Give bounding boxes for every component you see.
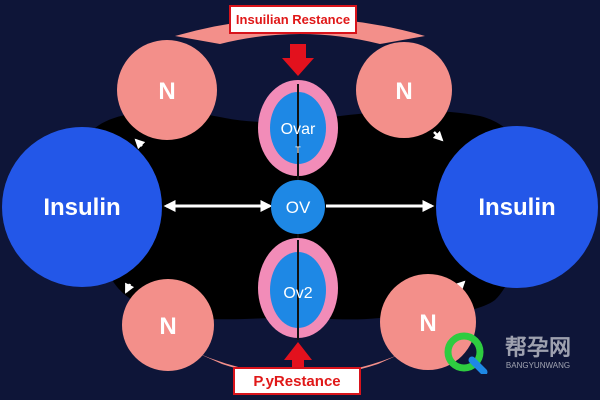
- arrow-bottom-left: [124, 282, 135, 294]
- bottom-banner-label: P.yRestance: [253, 373, 340, 390]
- bottom-red-arrow: [284, 342, 312, 368]
- top-banner-box: [229, 5, 357, 34]
- bottom-banner-box: [233, 367, 361, 395]
- watermark-q-tail: [468, 356, 488, 374]
- watermark-q-icon: [444, 332, 484, 372]
- node-top-left-label: N: [158, 78, 175, 105]
- ovary-bottom-label: Ov2: [283, 285, 312, 302]
- node-top-right: [356, 42, 452, 138]
- node-bottom-left: [122, 279, 214, 371]
- watermark-brand: 帮孕网: [505, 335, 571, 360]
- node-bottom-left-label: N: [159, 313, 176, 340]
- node-bottom-right-label: N: [419, 310, 436, 337]
- arrow-top-left: [134, 138, 146, 150]
- insulin-circle-right: [436, 126, 598, 288]
- insulin-circle-left: [2, 127, 162, 287]
- insulin-right-label: Insulin: [478, 194, 555, 221]
- ovary-top-label: Ovar: [281, 121, 316, 138]
- watermark-sub: BANGYUNWANG: [506, 361, 570, 370]
- ovary-top-mark: т: [295, 142, 301, 156]
- watermark-logo: 帮孕网 BANGYUNWANG: [444, 332, 571, 374]
- arrow-top-right: [432, 130, 444, 142]
- center-label: OV: [286, 198, 311, 217]
- node-top-left: [117, 40, 217, 140]
- center-circle: [271, 180, 325, 234]
- insulin-left-label: Insulin: [43, 194, 120, 221]
- node-top-right-label: N: [395, 78, 412, 105]
- top-red-arrow: [282, 44, 314, 76]
- top-banner-label: Insuilian Restance: [236, 12, 350, 27]
